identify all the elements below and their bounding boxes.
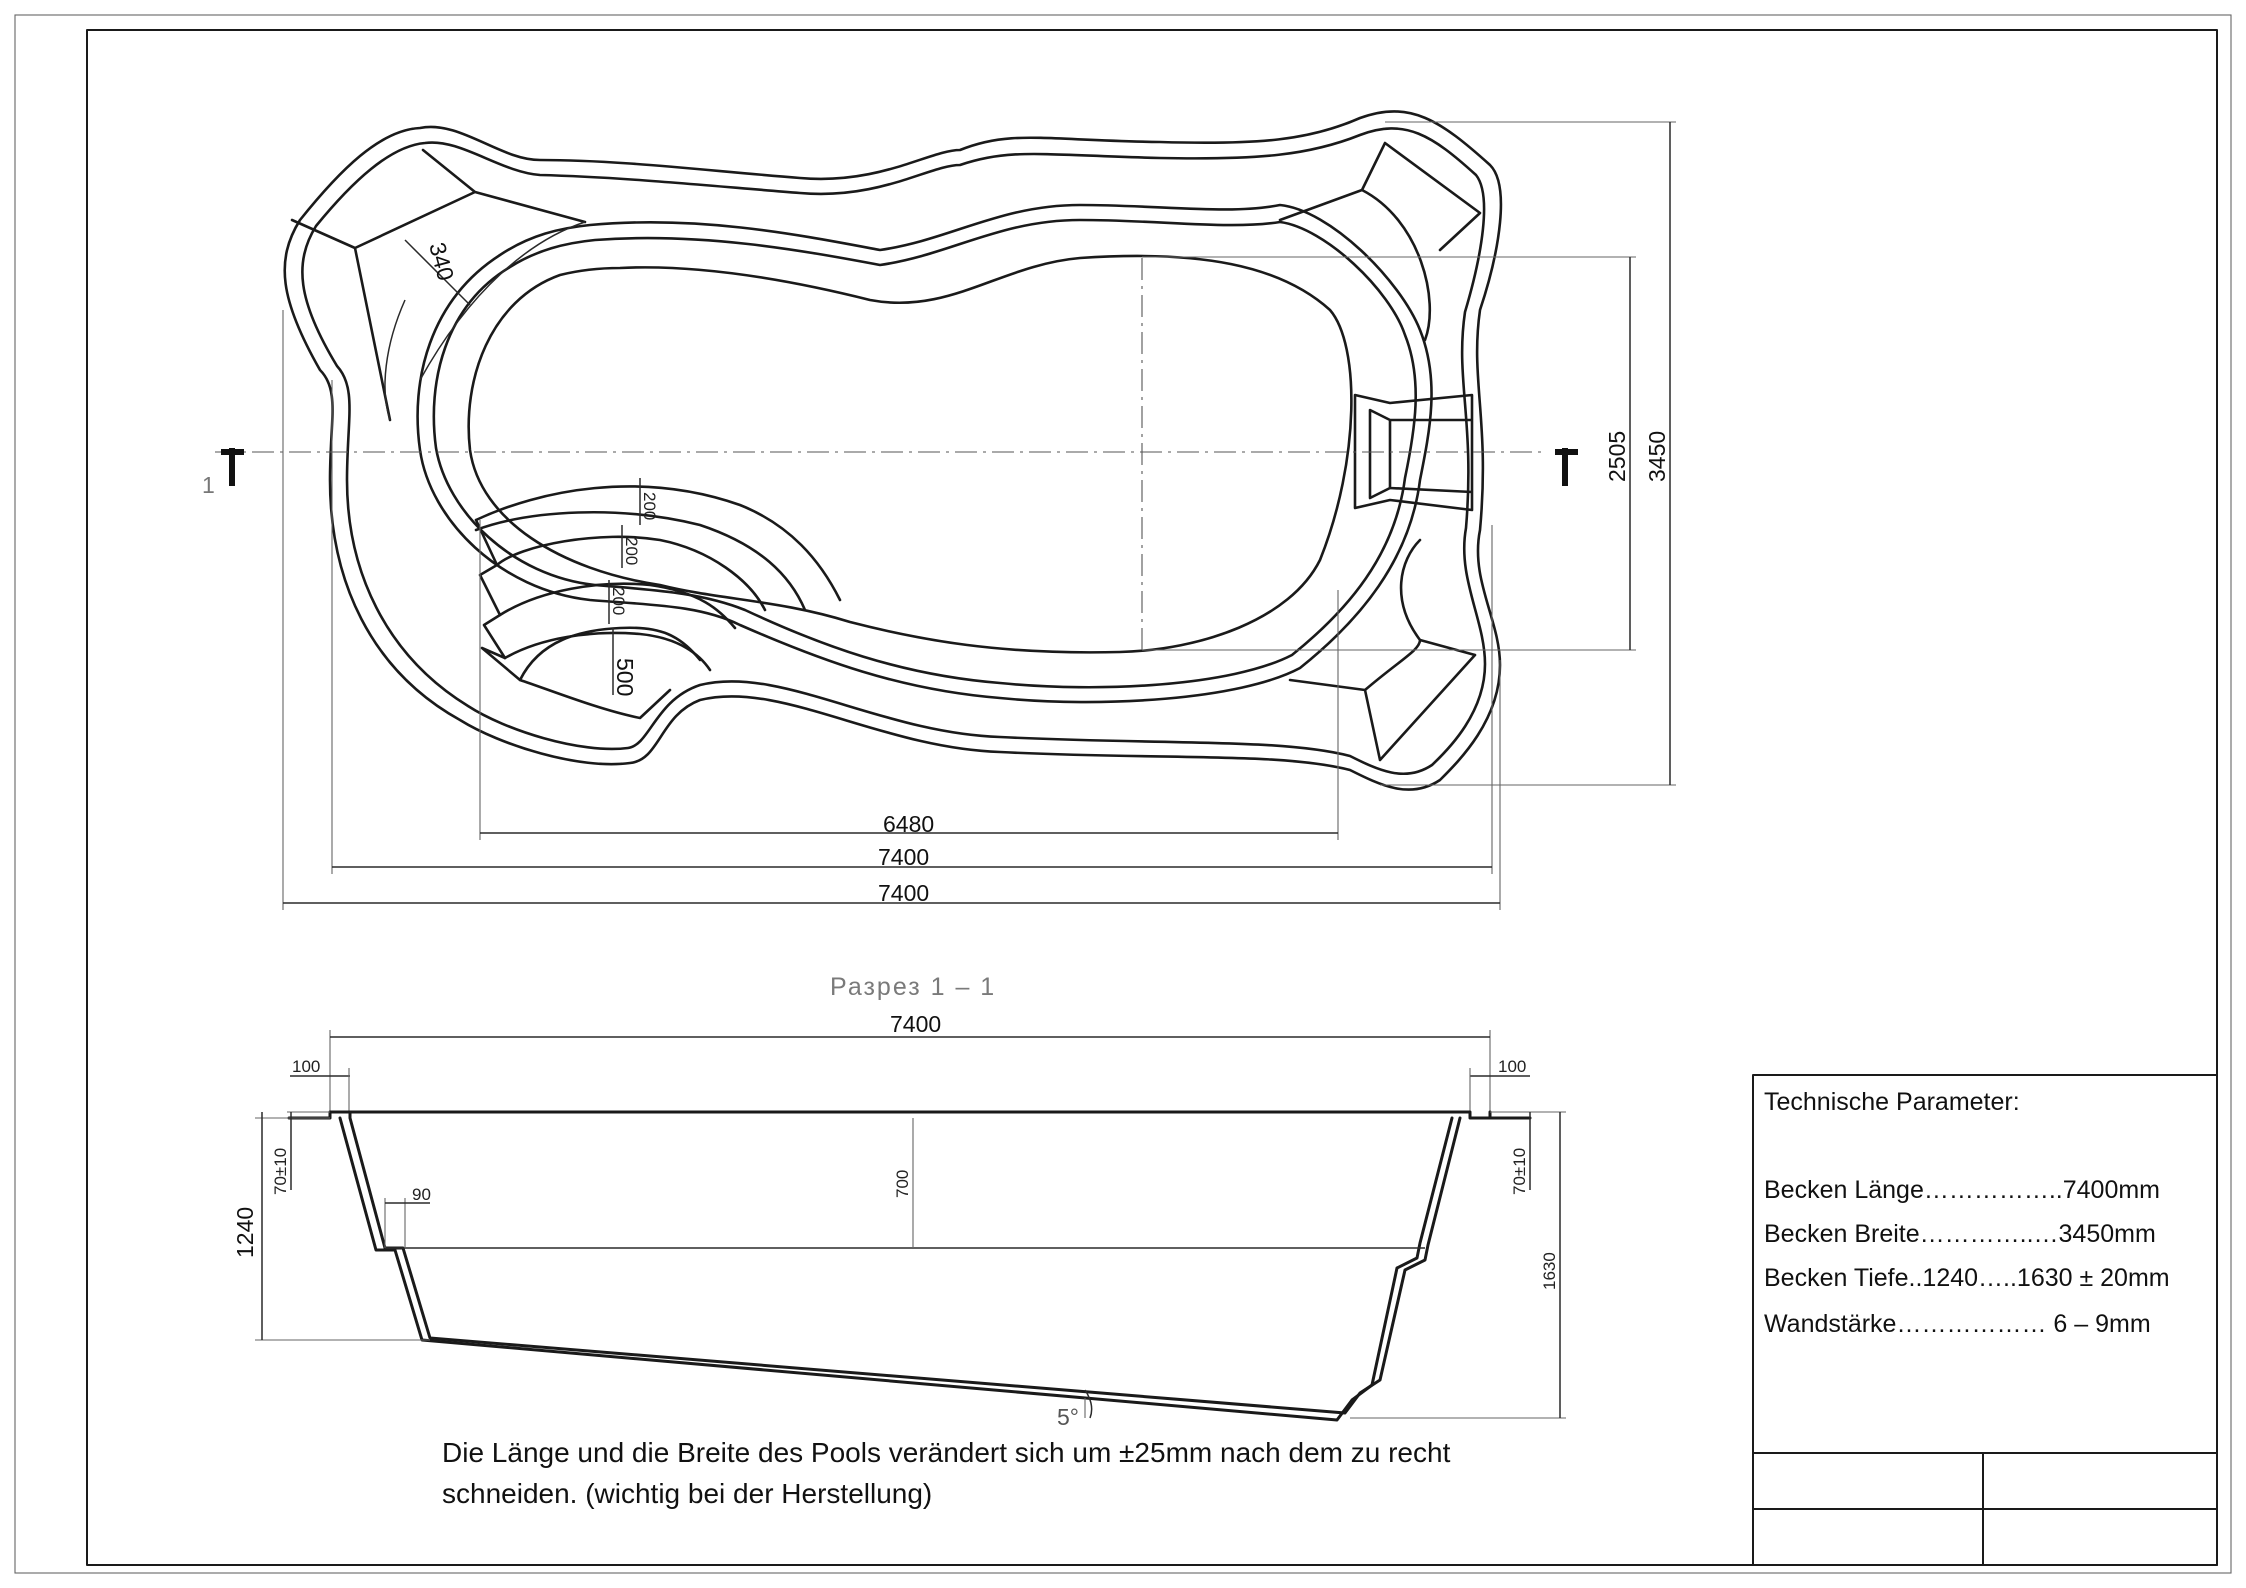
pool-section-view: Разрез 1 – 1 7400 100 100 700 90 1240 70… xyxy=(232,973,1566,1430)
dim-200-b: 200 xyxy=(622,537,641,565)
dim-7400-outer: 7400 xyxy=(878,880,929,906)
section-dim-rim-left: 100 xyxy=(292,1057,320,1076)
title-block xyxy=(1752,1074,2218,1566)
pool-plan-view: 1 6480 7400 7400 2505 3450 xyxy=(202,110,1676,910)
section-dim-lip-right: 70±10 xyxy=(1510,1148,1529,1195)
plan-horizontal-dimensions: 6480 7400 7400 xyxy=(282,310,1501,910)
pool-rim-inner-line xyxy=(301,127,1487,775)
right-upper-seat xyxy=(1278,141,1482,342)
section-title: Разрез 1 – 1 xyxy=(830,973,996,1001)
section-dim-length: 7400 xyxy=(890,1011,941,1037)
pool-outer-rim xyxy=(283,110,1503,791)
section-mark-right xyxy=(1555,448,1578,486)
section-outline xyxy=(287,1110,1532,1415)
pool-basin-outline xyxy=(467,254,1353,654)
params-title: Technische Parameter: xyxy=(1764,1088,2020,1116)
left-corner-seat xyxy=(290,148,587,422)
pool-deck-line xyxy=(416,203,1433,704)
section-dim-700: 700 xyxy=(893,1170,912,1198)
section-dim-step: 90 xyxy=(412,1185,431,1204)
section-dim-lip-left: 70±10 xyxy=(271,1148,290,1195)
dim-200-a: 200 xyxy=(640,492,659,520)
dim-2505: 2505 xyxy=(1604,431,1630,482)
tolerance-note: Die Länge und die Breite des Pools verän… xyxy=(442,1437,1451,1509)
param-width: Becken Breite…………..…3450mm xyxy=(1764,1220,2156,1248)
section-mark-label: 1 xyxy=(202,472,215,498)
section-dim-depth-shallow: 1240 xyxy=(232,1207,258,1258)
entry-steps xyxy=(474,485,842,720)
dim-3450: 3450 xyxy=(1644,431,1670,482)
left-corner-seat-edge xyxy=(384,221,586,421)
sheet-inner-frame xyxy=(86,29,2218,1566)
dim-6480: 6480 xyxy=(883,811,934,837)
skimmer-box xyxy=(1353,393,1474,512)
param-length: Becken Länge……………..7400mm xyxy=(1764,1176,2161,1204)
dim-200-c: 200 xyxy=(609,587,628,615)
section-outline-inner xyxy=(338,1116,1454,1422)
dim-500: 500 xyxy=(612,658,638,696)
dim-7400-inner: 7400 xyxy=(878,844,929,870)
pool-deck-line-2 xyxy=(432,218,1417,689)
plan-vertical-dimensions: 2505 3450 xyxy=(1142,121,1676,786)
dim-340: 340 xyxy=(424,240,459,284)
section-dim-rim-right: 100 xyxy=(1498,1057,1526,1076)
section-dim-depth-deep: 1630 xyxy=(1540,1252,1559,1290)
section-dim-slope: 5° xyxy=(1057,1404,1079,1430)
param-depth: Becken Tiefe..1240…..1630 ± 20mm xyxy=(1764,1264,2170,1292)
sheet-outer-frame xyxy=(14,14,2232,1574)
section-mark-left xyxy=(221,448,244,486)
param-wall: Wandstärke……………… 6 – 9mm xyxy=(1764,1310,2151,1338)
right-lower-seat xyxy=(1288,538,1477,762)
